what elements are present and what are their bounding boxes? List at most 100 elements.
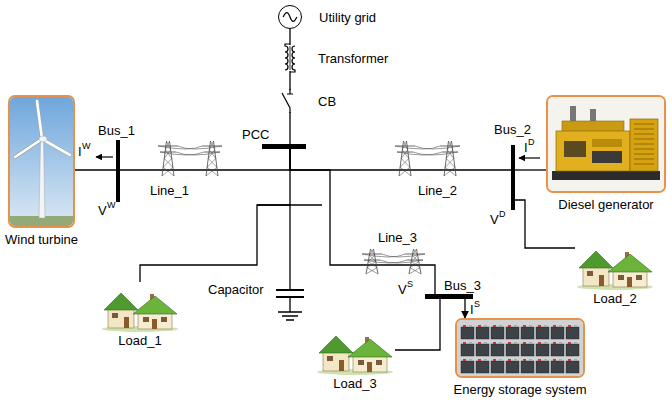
- picture-frame: [538, 359, 541, 361]
- transmission-tower: [367, 262, 377, 268]
- picture-frame: [493, 325, 496, 327]
- transformer-symbol: [279, 45, 301, 71]
- annotation-label: I: [78, 145, 82, 159]
- load-houses: [608, 254, 652, 272]
- node-label: Bus_2: [494, 123, 531, 137]
- transmission-tower: [206, 167, 218, 176]
- load-houses: [358, 360, 364, 365]
- picture-frame: [39, 136, 47, 142]
- capacitor-symbol: [257, 205, 322, 320]
- current-arrow: [96, 157, 540, 158]
- annotation-label: CB: [318, 95, 336, 109]
- picture-frame: [634, 164, 654, 165]
- picture-frame: [508, 342, 511, 344]
- transmission-tower: [209, 141, 214, 150]
- transformer-symbol: [279, 44, 301, 72]
- picture-frame: [634, 144, 654, 145]
- picture-frame: [478, 359, 481, 361]
- node-label: Load_1: [118, 334, 161, 348]
- load-houses: [367, 362, 372, 372]
- superscript-label: S: [407, 280, 413, 290]
- annotation-label: V: [98, 204, 107, 218]
- transmission-tower: [400, 159, 410, 168]
- transmission-tower: [164, 150, 172, 159]
- load-houses: [323, 351, 349, 371]
- transmission-tower: [362, 254, 425, 257]
- picture-frame: [457, 320, 583, 376]
- transmission-tower: [445, 159, 455, 168]
- picture-frame: [559, 325, 562, 327]
- picture-frame: [478, 325, 481, 327]
- load-houses: [161, 317, 167, 322]
- power-line: [395, 299, 440, 350]
- picture-frame: [568, 325, 571, 327]
- load-houses: [104, 293, 138, 310]
- picture-frame: [538, 342, 541, 344]
- picture-frame: [15, 139, 42, 157]
- transmission-tower: [405, 254, 425, 260]
- transmission-tower: [162, 167, 174, 176]
- transmission-tower: [364, 260, 423, 263]
- picture-frame: [484, 342, 487, 344]
- load-houses: [327, 356, 333, 361]
- picture-frame: [469, 325, 472, 327]
- picture-frame: [634, 134, 654, 135]
- picture-frame: [523, 359, 526, 361]
- annotation-label: Capacitor: [208, 283, 264, 297]
- picture-frame: [461, 344, 474, 356]
- picture-frame: [634, 124, 654, 125]
- picture-frame: [551, 361, 564, 373]
- node-label: Load_3: [333, 377, 376, 391]
- transmission-tower: [158, 141, 460, 274]
- superscript-label: W: [107, 201, 116, 211]
- transmission-tower: [160, 152, 220, 155]
- picture-frame: [634, 129, 654, 130]
- node-label: Bus_3: [444, 279, 481, 293]
- capacitor-symbol: [276, 290, 304, 297]
- power-line: [290, 149, 435, 294]
- load-houses: [138, 312, 172, 329]
- picture-frame: [523, 342, 526, 344]
- transmission-tower: [444, 167, 456, 176]
- picture-frame: [566, 344, 579, 356]
- load-houses: [627, 277, 632, 287]
- load-houses: [636, 275, 642, 280]
- picture-frame: [457, 320, 583, 376]
- transformer-symbol: [285, 44, 290, 70]
- node-label: Diesel generator: [558, 198, 653, 212]
- picture-frame: [553, 325, 556, 327]
- current-arrow: [96, 156, 113, 157]
- transmission-tower: [366, 268, 378, 274]
- picture-frame: [10, 97, 73, 226]
- battery-storage-picture: Energy storage system: [455, 318, 585, 378]
- line-label: Line_3: [378, 231, 417, 245]
- load-houses: Load_3: [315, 325, 395, 393]
- load-houses: [353, 355, 387, 372]
- current-arrow: [519, 157, 540, 158]
- picture-frame: [37, 101, 42, 139]
- picture-frame: [548, 97, 664, 191]
- picture-frame: [529, 342, 532, 344]
- grid-source: Utility grid: [278, 5, 302, 29]
- picture-frame: [544, 325, 547, 327]
- load-houses: [143, 317, 149, 322]
- picture-frame: [493, 342, 496, 344]
- picture-frame: [508, 325, 511, 327]
- picture-frame: [568, 359, 571, 361]
- superscript-label: D: [499, 210, 506, 220]
- load-houses: [348, 339, 392, 357]
- load-houses: [376, 360, 382, 365]
- transmission-tower: [207, 159, 217, 168]
- node-label: Energy storage system: [454, 383, 587, 397]
- picture-frame: [634, 154, 654, 155]
- line-label: Line_1: [150, 184, 189, 198]
- picture-frame: [461, 327, 474, 339]
- transmission-tower: [402, 141, 407, 150]
- circuit-breaker-symbol: [282, 93, 290, 113]
- load-houses: [100, 282, 180, 332]
- line-label: Line_2: [418, 184, 457, 198]
- bus-bar: Bus_1: [116, 140, 120, 202]
- picture-frame: [544, 359, 547, 361]
- transmission-tower: [362, 254, 382, 260]
